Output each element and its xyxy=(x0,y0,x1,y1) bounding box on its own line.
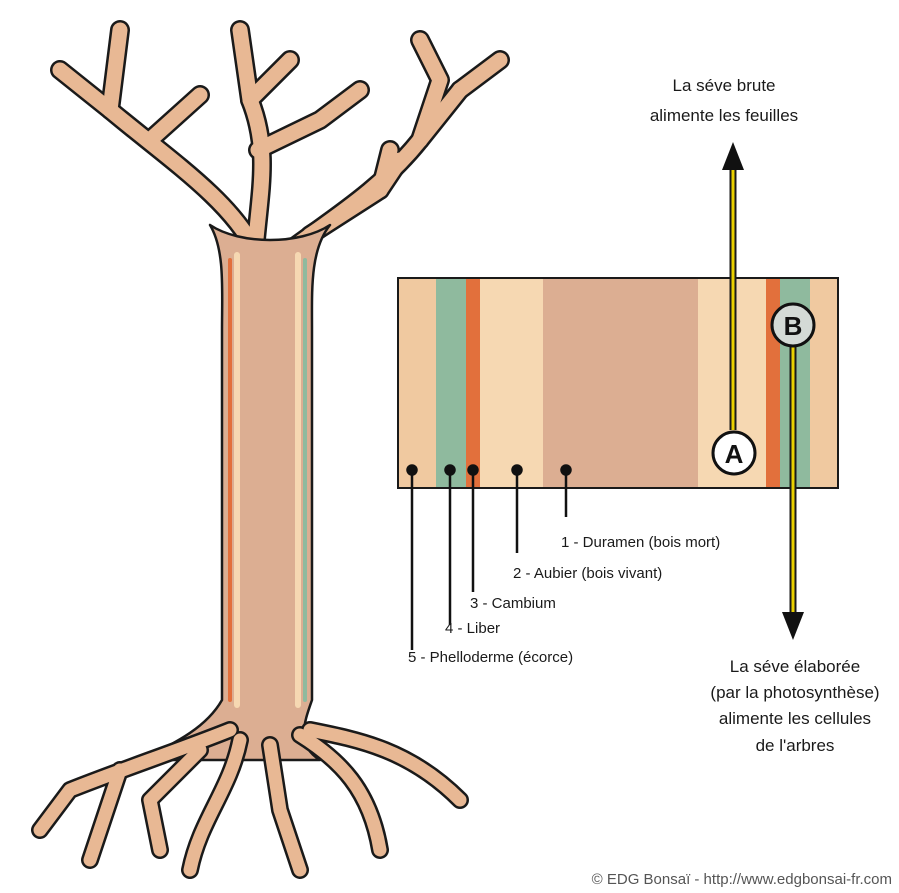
layer-label-4: 4 - Liber xyxy=(445,620,500,637)
layer-label-3: 3 - Cambium xyxy=(470,595,556,612)
leader-phelloderme xyxy=(408,466,417,651)
marker-b: B xyxy=(772,304,814,346)
leader-liber xyxy=(446,466,455,626)
layer-sapwood-left xyxy=(480,278,543,488)
marker-b-label: B xyxy=(784,311,803,341)
bottom-label-line4: de l'arbres xyxy=(756,736,835,755)
top-label-line1: La séve brute xyxy=(672,76,775,95)
marker-a: A xyxy=(713,432,755,474)
copyright-credit: © EDG Bonsaï - http://www.edgbonsai-fr.c… xyxy=(592,871,892,888)
tree-branches xyxy=(60,30,500,250)
layer-heartwood xyxy=(543,278,698,488)
layer-label-5: 5 - Phelloderme (écorce) xyxy=(408,649,573,666)
marker-a-label: A xyxy=(725,439,744,469)
leader-duramen xyxy=(562,466,571,518)
layer-label-1: 1 - Duramen (bois mort) xyxy=(561,534,720,551)
bottom-label-line3: alimente les cellules xyxy=(719,709,871,728)
bottom-label-line1: La séve élaborée xyxy=(730,657,860,676)
layer-cambium-left xyxy=(466,278,480,488)
wood-cross-section xyxy=(398,278,838,488)
bottom-label-line2: (par la photosynthèse) xyxy=(710,683,879,702)
layer-liber-left xyxy=(436,278,466,488)
layer-label-2: 2 - Aubier (bois vivant) xyxy=(513,565,662,582)
top-label-line2: alimente les feuilles xyxy=(650,106,798,125)
